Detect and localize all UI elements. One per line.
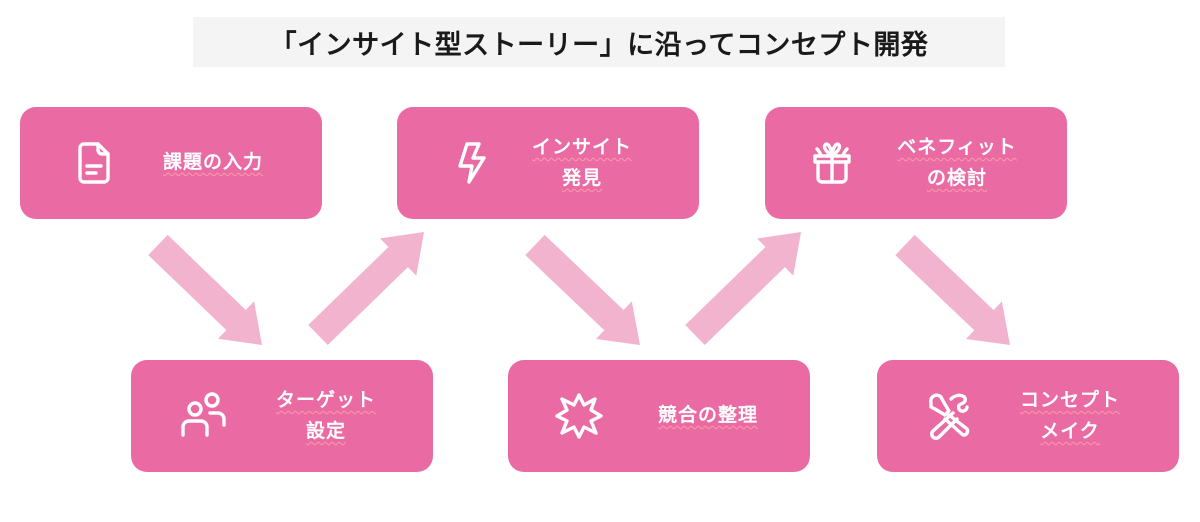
- gift-icon: [805, 136, 859, 190]
- step-concept-make: コンセプト メイク: [877, 360, 1179, 472]
- title-banner: 「インサイト型ストーリー」に沿ってコンセプト開発: [193, 17, 1005, 67]
- flow-arrow-down-right: [895, 234, 1010, 345]
- flow-arrow-up-right: [685, 232, 801, 346]
- step-target-setting: ターゲット 設定: [131, 360, 433, 472]
- flow-arrow-down-right: [148, 234, 262, 345]
- step-label: コンセプト メイク: [1019, 389, 1120, 442]
- step-label: ベネフィット の検討: [897, 136, 1017, 189]
- step-benefit-review: ベネフィット の検討: [765, 107, 1067, 219]
- flow-arrow-down-right: [525, 234, 640, 345]
- tools-icon: [923, 389, 977, 443]
- step-label: ターゲット 設定: [275, 389, 376, 442]
- step-issue-input: 課題の入力: [20, 107, 322, 219]
- lightning-icon: [445, 136, 499, 190]
- document-icon: [68, 136, 122, 190]
- step-insight-discovery: インサイト 発見: [397, 107, 699, 219]
- step-label: インサイト 発見: [531, 136, 632, 189]
- step-label: 課題の入力: [162, 151, 263, 173]
- burst-icon: [552, 389, 606, 443]
- flow-arrow-up-right: [308, 232, 424, 346]
- step-label: 競合の整理: [657, 404, 758, 426]
- users-icon: [177, 389, 231, 443]
- diagram-title: 「インサイト型ストーリー」に沿ってコンセプト開発: [269, 29, 929, 61]
- step-competition-organize: 競合の整理: [508, 360, 810, 472]
